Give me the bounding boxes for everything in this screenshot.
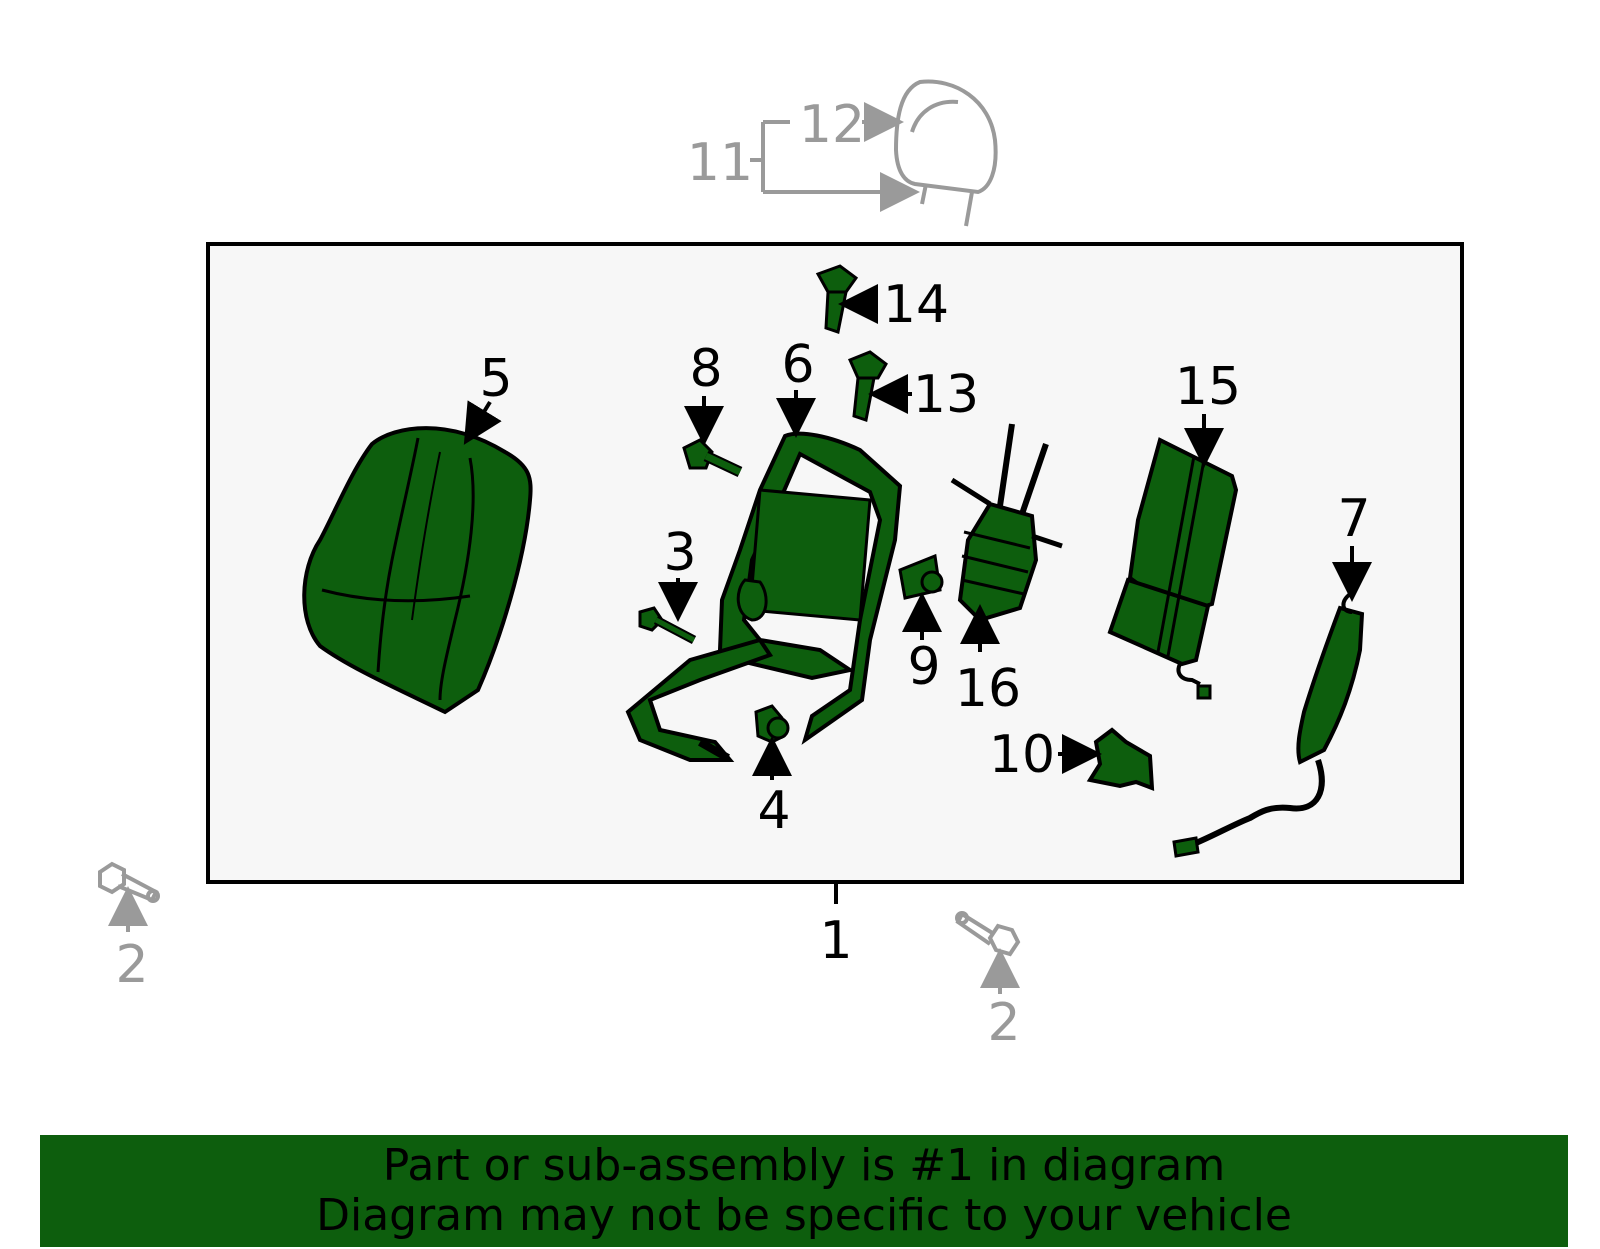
- callout-13: 13: [913, 365, 979, 425]
- callout-labels: 1 3 4 5 6 7 8 9 10 13 14 15 16: [479, 275, 1370, 971]
- callout-5: 5: [479, 349, 512, 409]
- info-banner-background: [40, 1135, 1568, 1247]
- faded-callout-labels: 2 2 11 12: [115, 95, 1020, 1053]
- lumbar-support-16-part: [950, 423, 1063, 623]
- callout-3: 3: [663, 523, 696, 583]
- callout-10: 10: [989, 725, 1055, 785]
- callout-2-left: 2: [115, 935, 148, 995]
- callout-9: 9: [907, 637, 940, 697]
- banner-line-2: Diagram may not be specific to your vehi…: [316, 1190, 1292, 1241]
- callout-16: 16: [955, 659, 1021, 719]
- faded-leader-lines: [108, 886, 1020, 994]
- seat-heater-15-part: [1107, 437, 1239, 700]
- callout-11: 11: [687, 133, 753, 193]
- bolt-2-right-part: [955, 911, 1021, 957]
- callout-12: 12: [799, 95, 865, 155]
- clip-9-part: [898, 553, 944, 600]
- side-airbag-7-part: [1172, 592, 1365, 858]
- seat-back-frame-part: [625, 431, 903, 762]
- info-banner: Part or sub-assembly is #1 in diagram Di…: [40, 1135, 1568, 1247]
- callout-15: 15: [1175, 357, 1241, 417]
- callout-6: 6: [781, 335, 814, 395]
- headrest-outline: [893, 79, 998, 227]
- bolt-3-part: [638, 606, 697, 644]
- callout-1: 1: [819, 911, 852, 971]
- seat-back-cover-part: [302, 426, 533, 715]
- callout-4: 4: [757, 781, 790, 841]
- callout-8: 8: [689, 339, 722, 399]
- callout-7: 7: [1337, 489, 1370, 549]
- callout-2-right: 2: [987, 993, 1020, 1053]
- callout-14: 14: [883, 275, 949, 335]
- banner-line-1: Part or sub-assembly is #1 in diagram: [382, 1140, 1226, 1191]
- headrest-bracket: [750, 102, 920, 212]
- leader-lines: [463, 284, 1372, 904]
